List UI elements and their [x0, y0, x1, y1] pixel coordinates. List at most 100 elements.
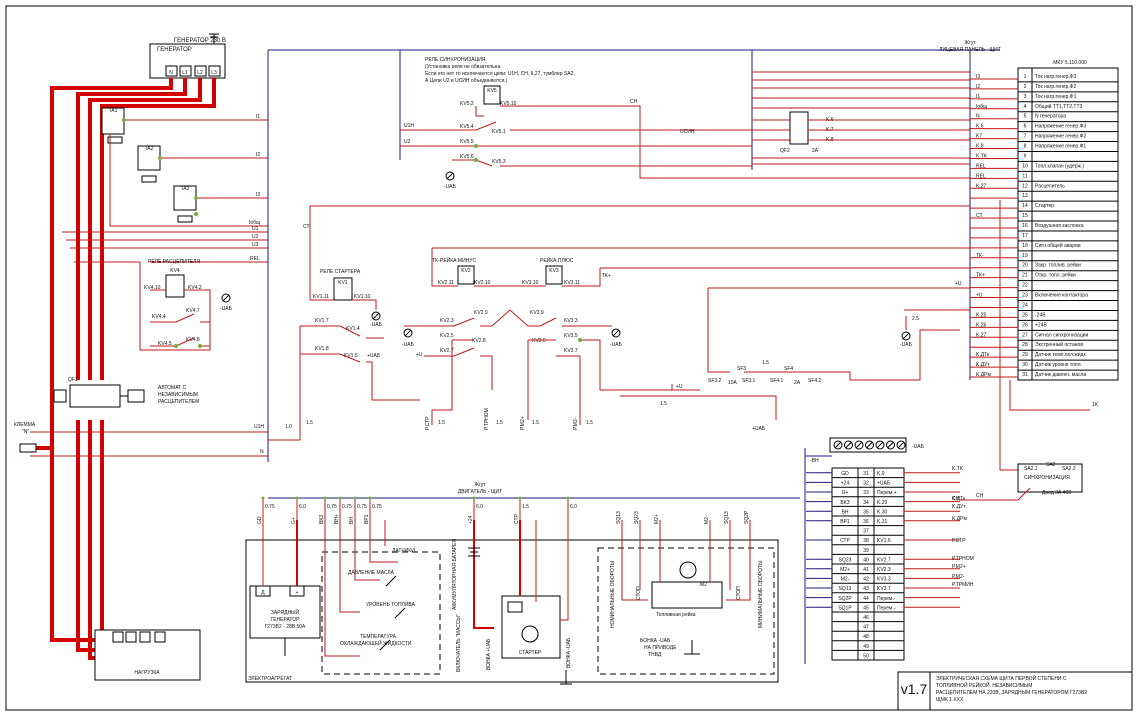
kv3-11-label: KV3.11 [564, 280, 580, 286]
r-str-label: 1.0 [285, 424, 292, 430]
mku-row-number: 3 [1024, 94, 1027, 100]
kv4-label: KV4 [170, 268, 180, 274]
kv4-2-label: KV4.2 [188, 285, 202, 291]
bonka-minus-label: ВОНКА -UАБ [566, 637, 572, 668]
mku-row-label: Расцепитель [1035, 183, 1065, 189]
mku-row-label: Общий ТТ1,ТТ2,ТТ3 [1035, 103, 1083, 110]
mku-row-signal: I2 [976, 84, 980, 90]
r-trnom-label: Р.СТР [425, 416, 431, 430]
bonka-plus-label: ВОНКА +UАБ [486, 638, 492, 670]
engine-wire-label: SQ13 [724, 511, 730, 524]
line-label-i2: I2 [256, 152, 260, 158]
strip-row-number: 31 [863, 471, 869, 477]
strip-row-left: SQ2P [838, 596, 852, 602]
mku-row-signal: K.ДУт [976, 362, 990, 368]
mku-row-number: 2 [1024, 84, 1027, 90]
kv1-5-label: KV1.5 [344, 353, 358, 359]
engine-harness-title: Жгут [474, 482, 486, 488]
sync-relay-note3: А Цепи U2 и UСИН объединяются.) [425, 78, 508, 84]
mku-row-number: 31 [1022, 372, 1028, 378]
kv2-7-label: KV2.7 [440, 348, 454, 354]
mku-row-number: 15 [1022, 213, 1028, 219]
mku-row-number: 8 [1024, 144, 1027, 150]
strip-row-right: KV2.3 [877, 567, 891, 573]
minus-uab-2: -UАБ [444, 184, 457, 190]
mku-row-number: 29 [1022, 352, 1028, 358]
engine-wire-size: 6.0 [476, 504, 483, 510]
fuel-rack-box [597, 547, 775, 675]
mku-row-number: 17 [1022, 233, 1028, 239]
kv5-1-label: KV5.1 [492, 129, 506, 135]
engine-wire-label: +24 [468, 515, 474, 524]
mku-row-number: 16 [1022, 223, 1028, 229]
mku-row-signal: K.TK [976, 153, 988, 159]
wire-1-5-b: 1.5 [438, 420, 445, 426]
load: НАГРУЗКА [94, 629, 201, 681]
mku-row-label: Включение контактора [1035, 293, 1088, 299]
mku-row-label: Напряжение генер.Ф3 [1035, 124, 1086, 130]
plus-u-label-1: +U [416, 352, 423, 358]
sa2-label: SA2 [1046, 462, 1056, 468]
rail-minus-title: РЕЙКА МИНУС [440, 256, 476, 264]
sf3-rating: 10A [728, 380, 738, 386]
charger-pin-plus: + [296, 590, 299, 596]
strip-row-left: +24 [841, 481, 850, 487]
strip-row-right: +UАБ [877, 481, 891, 487]
mku-row-number: 23 [1022, 293, 1028, 299]
kv5-3-label: KV5.3 [492, 159, 506, 165]
mku-row-signal: N [976, 114, 980, 120]
strip-row: 49 [832, 640, 904, 651]
engine-wire-label: ВР1 [364, 514, 370, 524]
engine-wire-label: ВН [349, 517, 355, 524]
strip-row-left: SQ23 [839, 557, 852, 563]
engine-wire-label: GD [257, 516, 263, 524]
sensor-temp-2: ОХЛАЖДАЮЩЕЙ ЖИДКОСТИ [340, 639, 412, 647]
mku-row-signal: СТ [976, 213, 983, 219]
line-label-iobshch: Iобщ [249, 220, 260, 226]
qf1-breaker: QF1 АВТОМАТ С НЕЗАВИСИМЫМ РАСЦЕПИТЕЛЕМ [53, 377, 199, 408]
sheet-frame [5, 5, 1133, 711]
engine-wire-size: 6.0 [570, 504, 577, 510]
sf3-2-label: SF3.2 [708, 378, 722, 384]
signal-lines-left: I1 I2 I3 Iобщ U1 U2 U3 REL U1Н N [30, 114, 268, 457]
generator-title: ГЕНЕРАТОР 230 В [174, 38, 226, 44]
strip-row-number: 48 [863, 634, 869, 640]
sa2-2-label: SA2.2 [1062, 466, 1076, 472]
sf4-2-label: SF4.2 [808, 378, 822, 384]
mku-row-label: Датчик уровня топл. [1035, 362, 1082, 368]
strip-row-number: 36 [863, 519, 869, 525]
release-relay: РЕЛЕ РАСЦЕПИТЕЛЯ KV4 KV4.10 KV4.2 -UАБ K… [144, 259, 233, 348]
strip-row-number: 38 [863, 538, 869, 544]
mku-row: 24 [970, 302, 1118, 311]
sync-relay-note1: (Установка реле не обязательна. [425, 64, 502, 70]
strip-row: 46 [832, 612, 904, 623]
mku-row: 15 СТ [970, 213, 1118, 222]
mku-row-signal: K.27 [976, 183, 987, 189]
version-label: v1.7 [901, 681, 928, 697]
strip-right-signal: Р.ТРНОМ [952, 556, 974, 562]
mku-row-label: Ток нагр.генер.Ф2 [1035, 84, 1077, 90]
battery-label: АККУМУЛЯТОРНАЯ БАТАРЕЯ [452, 539, 458, 610]
sensors-title: ДАТЧИКИ [392, 548, 415, 554]
mku-row-number: 26 [1022, 322, 1028, 328]
engine-wire-size: 0.75 [265, 504, 275, 510]
qf1-label: QF1 [68, 377, 78, 383]
mku-row-label: Откр. топл. рейки [1035, 272, 1076, 279]
kv2-9-label: KV2.9 [474, 310, 488, 316]
kv4-7-label: KV4.7 [186, 308, 200, 314]
strip-right-signal: K.ДРм [952, 516, 967, 522]
resistor-1k-label: 1K [1092, 402, 1099, 408]
